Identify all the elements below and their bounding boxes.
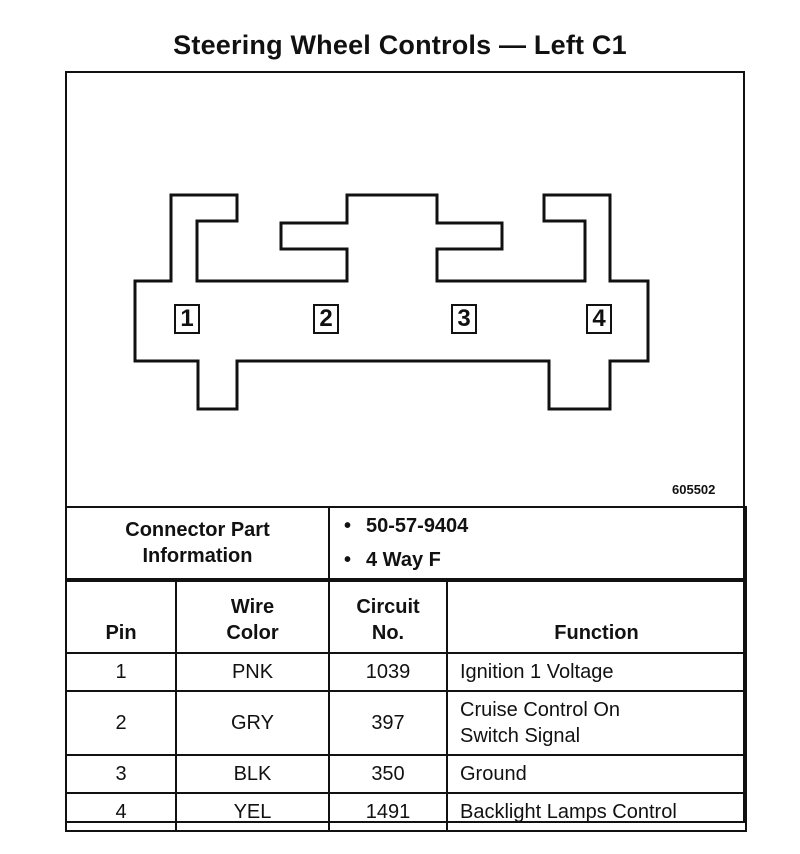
page-title: Steering Wheel Controls — Left C1 (173, 30, 627, 60)
cell-circuit: 350 (328, 754, 448, 794)
connector-part-info-table: Connector Part Information 50-57-9404 4 … (65, 506, 747, 580)
connector-part-info-label: Connector Part Information (65, 506, 330, 580)
connector-part-info-label-line1: Connector Part (125, 519, 270, 541)
pin-label-1: 1 (174, 304, 200, 334)
cell-wire-color: GRY (175, 690, 330, 756)
cell-circuit: 1491 (328, 792, 448, 832)
cell-function: Backlight Lamps Control (446, 792, 747, 832)
cell-wire-color: BLK (175, 754, 330, 794)
connector-part-info-label-line2: Information (142, 545, 253, 567)
connector-type: 4 Way F (344, 543, 745, 577)
cell-function: Ignition 1 Voltage (446, 652, 747, 692)
table-row: 3 BLK 350 Ground (65, 754, 747, 794)
cell-circuit: 397 (328, 690, 448, 756)
cell-wire-color: PNK (175, 652, 330, 692)
cell-wire-color: YEL (175, 792, 330, 832)
cell-pin: 4 (65, 792, 177, 832)
header-pin: Pin (65, 580, 177, 654)
connector-outline (133, 193, 650, 411)
cell-function: Cruise Control On Switch Signal (446, 690, 747, 756)
figure-id: 605502 (672, 482, 716, 497)
table-row: 1 PNK 1039 Ignition 1 Voltage (65, 652, 747, 692)
cell-pin: 3 (65, 754, 177, 794)
cell-pin: 1 (65, 652, 177, 692)
header-function: Function (446, 580, 747, 654)
connector-part-info-items: 50-57-9404 4 Way F (328, 506, 747, 580)
cell-pin: 2 (65, 690, 177, 756)
connector-diagram (133, 193, 650, 411)
table-row: 2 GRY 397 Cruise Control On Switch Signa… (65, 690, 747, 756)
header-circuit-no: Circuit No. (328, 580, 448, 654)
cell-function: Ground (446, 754, 747, 794)
part-number: 50-57-9404 (344, 509, 745, 543)
pin-label-3: 3 (451, 304, 477, 334)
pinout-header-row: Pin Wire Color Circuit No. Function (65, 580, 747, 654)
cell-circuit: 1039 (328, 652, 448, 692)
header-wire-color: Wire Color (175, 580, 330, 654)
pin-label-2: 2 (313, 304, 339, 334)
pinout-table: Pin Wire Color Circuit No. Function 1 PN… (65, 580, 747, 832)
pin-label-4: 4 (586, 304, 612, 334)
table-row: 4 YEL 1491 Backlight Lamps Control (65, 792, 747, 832)
